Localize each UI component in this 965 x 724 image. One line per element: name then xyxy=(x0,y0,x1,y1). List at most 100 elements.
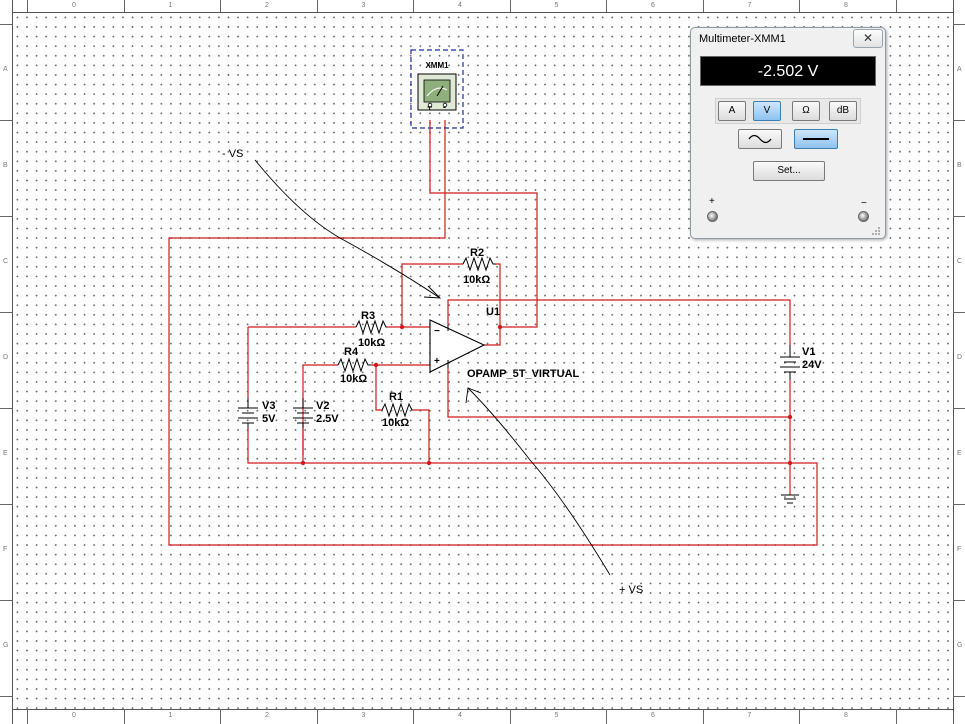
r3-value: 10kΩ xyxy=(358,337,385,349)
ruler-column-label: 6 xyxy=(651,2,655,9)
set-button[interactable]: Set... xyxy=(753,161,825,181)
ruler-column-label: 3 xyxy=(361,2,366,9)
ac-wave-icon xyxy=(748,134,772,144)
plus-terminal[interactable] xyxy=(707,211,718,222)
ruler-column-label: 5 xyxy=(554,2,559,9)
v1-value: 24V xyxy=(802,359,822,371)
ruler-tick xyxy=(509,709,511,724)
ruler-row-label: F xyxy=(3,546,8,553)
ruler-row-label: G xyxy=(957,642,963,649)
ruler-column-label: 0 xyxy=(72,712,76,719)
unit-button-db[interactable]: dB xyxy=(829,101,857,121)
unit-button-v[interactable]: V xyxy=(753,101,781,121)
ruler-tick xyxy=(0,408,12,409)
ruler-tick xyxy=(0,504,12,505)
ruler-row-label: C xyxy=(3,258,9,265)
ruler-row-label: G xyxy=(3,642,9,649)
wire-r1-left xyxy=(375,365,382,411)
ruler-tick xyxy=(220,0,221,12)
r2-value: 10kΩ xyxy=(463,274,490,286)
resistor-r1 xyxy=(381,402,413,418)
wire-vs-neg xyxy=(447,299,791,345)
ruler-tick xyxy=(27,0,28,12)
arrow-pos-vs xyxy=(467,387,611,576)
ruler-column-label: 8 xyxy=(844,712,848,719)
ruler-column-label: 2 xyxy=(265,2,269,9)
ruler-row-label: C xyxy=(957,258,963,265)
multimeter-window[interactable]: Multimeter-XMM1 ✕ -2.502 V A V Ω dB Set.… xyxy=(690,27,886,239)
right-ruler xyxy=(953,0,965,724)
ruler-tick xyxy=(220,709,221,724)
minus-terminal-label: − xyxy=(861,198,867,209)
wire-ground-bus xyxy=(247,428,790,464)
wire-r2-left xyxy=(401,263,463,327)
ruler-row-label: B xyxy=(957,162,962,169)
neg-vs-label: - VS xyxy=(222,148,243,160)
arrow-neg-vs xyxy=(254,159,441,299)
top-ruler xyxy=(0,0,965,13)
r1-value: 10kΩ xyxy=(382,417,409,429)
ruler-tick xyxy=(953,408,965,409)
u1-ref: U1 xyxy=(486,306,500,318)
ruler-row-label: A xyxy=(3,66,8,73)
battery-v3 xyxy=(238,398,258,428)
ruler-tick xyxy=(0,600,12,601)
r1-ref: R1 xyxy=(389,391,403,403)
annotation-arrows xyxy=(254,159,611,576)
ruler-column-label: 8 xyxy=(844,2,848,9)
close-icon: ✕ xyxy=(862,31,874,45)
ruler-column-label: 1 xyxy=(168,2,173,9)
wire-meter-plus xyxy=(429,120,538,328)
ruler-tick xyxy=(953,216,965,217)
ruler-tick xyxy=(895,709,897,724)
v3-ref: V3 xyxy=(262,400,275,412)
ruler-row-label: B xyxy=(3,162,8,169)
close-button[interactable]: ✕ xyxy=(853,29,883,48)
ruler-tick xyxy=(953,504,965,505)
svg-text:+: + xyxy=(434,356,440,367)
dc-line-icon xyxy=(803,138,829,140)
wire-vs-pos xyxy=(447,368,790,418)
ruler-tick xyxy=(0,24,12,25)
ruler-column-label: 4 xyxy=(458,2,462,9)
multimeter-titlebar[interactable]: Multimeter-XMM1 ✕ xyxy=(691,28,885,50)
unit-button-ohm[interactable]: Ω xyxy=(792,101,820,121)
ruler-tick xyxy=(606,709,607,724)
v1-ref: V1 xyxy=(802,346,815,358)
ruler-column-label: 0 xyxy=(72,2,76,9)
ruler-tick xyxy=(953,600,965,601)
r2-ref: R2 xyxy=(470,247,484,259)
ruler-tick xyxy=(953,312,965,313)
v3-value: 5V xyxy=(262,413,276,425)
r4-ref: R4 xyxy=(344,346,359,358)
ruler-column-label: 3 xyxy=(361,712,366,719)
v2-ref: V2 xyxy=(316,400,329,412)
minus-terminal[interactable] xyxy=(858,211,869,222)
plus-terminal-label: + xyxy=(709,196,715,207)
wire-r2-right xyxy=(484,263,501,346)
ruler-tick xyxy=(953,24,965,25)
ruler-column-label: 6 xyxy=(651,712,655,719)
ruler-tick xyxy=(0,312,12,313)
ruler-tick xyxy=(953,120,965,121)
ruler-tick xyxy=(799,709,800,724)
ruler-tick xyxy=(606,0,607,12)
ruler-tick xyxy=(316,0,318,12)
ruler-row-label: E xyxy=(3,450,8,457)
ruler-tick xyxy=(509,0,511,12)
resistor-r3 xyxy=(355,319,387,335)
unit-button-a[interactable]: A xyxy=(718,101,746,121)
ruler-row-label: F xyxy=(957,546,962,553)
r4-value: 10kΩ xyxy=(340,373,367,385)
dc-mode-button[interactable] xyxy=(794,129,838,149)
ruler-column-label: 2 xyxy=(265,712,269,719)
ruler-tick xyxy=(702,0,704,12)
ruler-tick xyxy=(895,0,897,12)
ruler-tick xyxy=(413,709,414,724)
ruler-column-label: 7 xyxy=(747,712,752,719)
ac-mode-button[interactable] xyxy=(738,129,782,149)
resistor-r4 xyxy=(337,357,371,373)
resize-grip-icon[interactable] xyxy=(869,224,881,236)
ruler-tick xyxy=(953,696,965,697)
